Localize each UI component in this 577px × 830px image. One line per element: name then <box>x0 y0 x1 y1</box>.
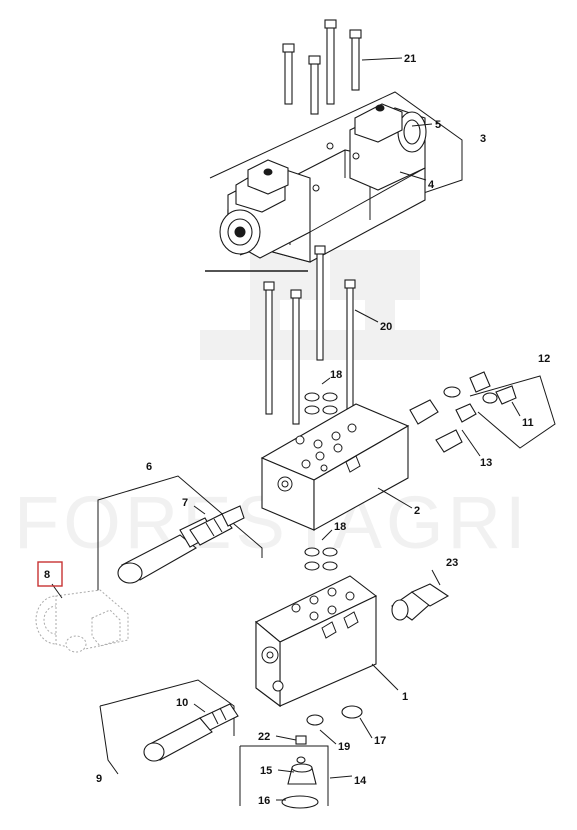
bolts-20 <box>263 245 356 425</box>
callout-6: 6 <box>146 461 152 473</box>
callout-1: 1 <box>402 691 408 703</box>
callout-2: 2 <box>414 505 420 517</box>
fitting-23 <box>391 583 450 621</box>
plug-group-14 <box>239 705 363 809</box>
callout-13: 13 <box>480 457 492 469</box>
callout-15: 15 <box>260 765 272 777</box>
callout-8: 8 <box>44 569 50 581</box>
callout-14: 14 <box>354 775 367 787</box>
callout-17: 17 <box>374 735 386 747</box>
callout-22: 22 <box>258 731 270 743</box>
callout-11: 11 <box>522 417 534 429</box>
leader-lines <box>51 57 521 801</box>
callout-19: 19 <box>338 741 350 753</box>
callout-21: 21 <box>404 53 416 65</box>
callout-3: 3 <box>480 133 486 145</box>
callout-16: 16 <box>258 795 270 807</box>
callout-20: 20 <box>380 321 392 333</box>
o-rings-18-upper <box>304 392 338 415</box>
callout-10: 10 <box>176 697 188 709</box>
highlight-box-8 <box>37 561 63 587</box>
callout-4: 4 <box>428 179 435 191</box>
fittings-11-12-13 <box>409 371 556 453</box>
callout-18-lower: 18 <box>334 521 346 533</box>
valve-block-2 <box>260 403 410 531</box>
screws-21 <box>282 19 362 115</box>
callout-5: 5 <box>435 119 441 131</box>
cartridge-group-6 <box>97 475 263 601</box>
callout-9: 9 <box>96 773 102 785</box>
solenoid-valve-assembly <box>205 91 463 272</box>
callout-7: 7 <box>182 497 188 509</box>
callouts: 1 2 3 4 5 6 7 8 9 10 11 12 13 14 15 16 1… <box>44 53 550 807</box>
o-rings-18-lower <box>304 547 338 571</box>
cartridge-group-9 <box>99 679 239 775</box>
valve-block-1 <box>254 575 378 708</box>
coil-8-phantom <box>35 589 129 653</box>
callout-18-upper: 18 <box>330 369 342 381</box>
callout-23: 23 <box>446 557 458 569</box>
callout-12: 12 <box>538 353 550 365</box>
